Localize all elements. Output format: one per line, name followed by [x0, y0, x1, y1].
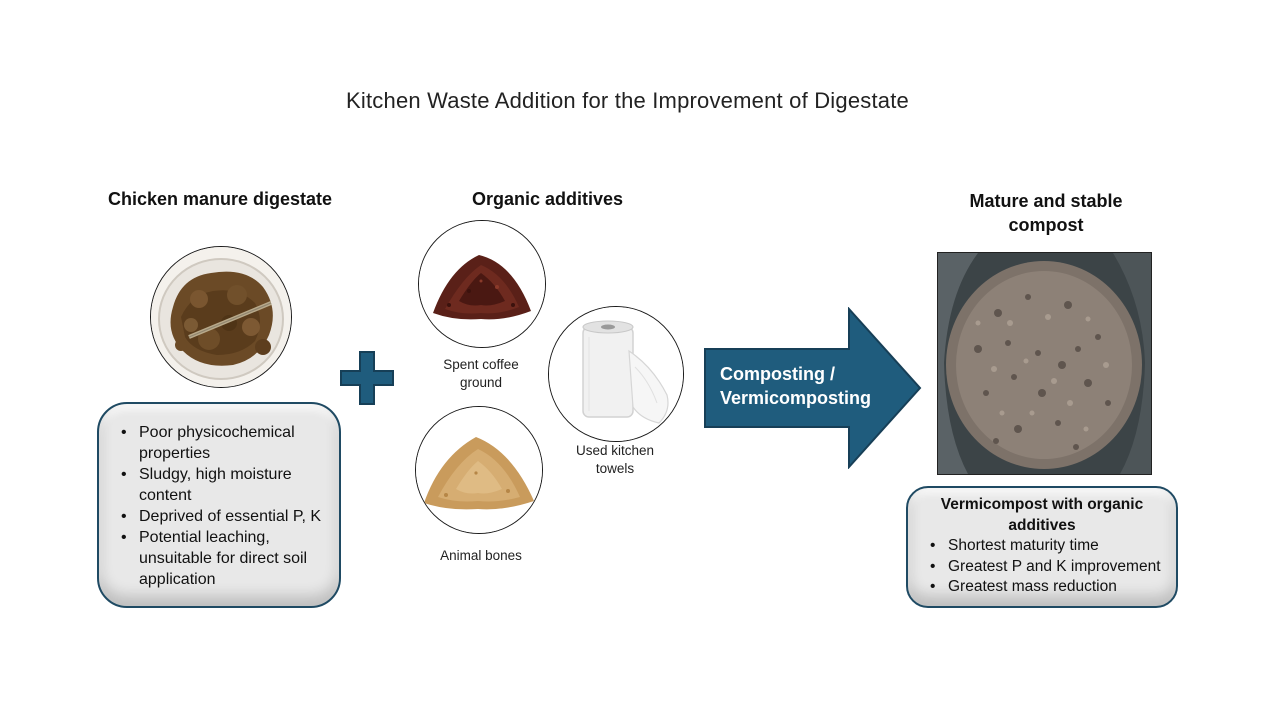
plus-icon	[339, 350, 395, 406]
process-label-line1: Composting /	[720, 364, 835, 384]
list-item: Poor physicochemical properties	[117, 422, 325, 464]
additives-heading: Organic additives	[471, 189, 624, 209]
list-item: Sludgy, high moisture content	[117, 464, 325, 506]
list-item: Greatest mass reduction	[926, 577, 1166, 598]
list-item: Potential leaching, unsuitable for direc…	[117, 527, 325, 590]
coffee-ground-label: Spent coffee ground	[443, 357, 519, 390]
digestate-heading: Chicken manure digestate	[107, 189, 333, 209]
paper-towel-photo	[548, 306, 684, 442]
compost-photo	[937, 252, 1152, 475]
vermicompost-summary-box: Vermicompost with organic additives Shor…	[906, 486, 1178, 608]
process-arrow	[703, 306, 923, 470]
process-label-line2: Vermicomposting	[720, 388, 872, 408]
list-item: Shortest maturity time	[926, 536, 1166, 557]
bone-powder-label: Animal bones	[440, 548, 522, 563]
paper-towel-label: Used kitchen towels	[575, 443, 655, 476]
bone-powder-photo	[415, 406, 543, 534]
list-item: Greatest P and K improvement	[926, 557, 1166, 578]
compost-heading: Mature and stable compost	[969, 191, 1123, 235]
digestate-properties-box: Poor physicochemical properties Sludgy, …	[97, 402, 341, 608]
summary-box-title: Vermicompost with organic additives	[940, 496, 1144, 534]
process-label: Composting / Vermicomposting	[720, 362, 890, 410]
digestate-photo	[150, 246, 292, 388]
list-item: Deprived of essential P, K	[117, 506, 325, 527]
diagram-title: Kitchen Waste Addition for the Improveme…	[346, 88, 909, 113]
coffee-ground-photo	[418, 220, 546, 348]
